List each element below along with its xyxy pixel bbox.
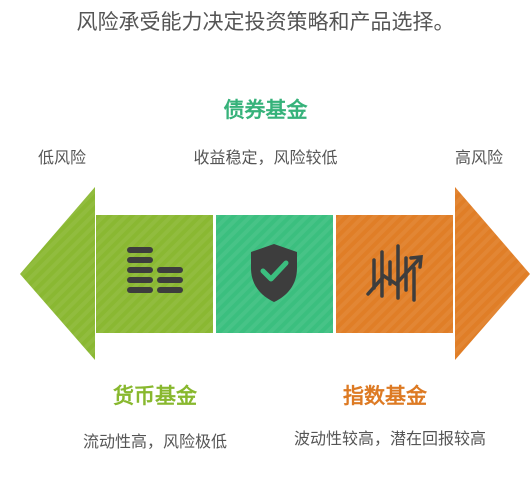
money-fund-description: 流动性高，风险极低 [82, 432, 227, 451]
diagram-title: 风险承受能力决定投资策略和产品选择。 [76, 10, 455, 34]
left-arrowhead [20, 187, 95, 360]
index-fund-segment [336, 215, 453, 333]
index-fund-title: 指数基金 [343, 384, 427, 408]
trending-chart-icon [366, 244, 423, 302]
high-risk-label: 高风险 [455, 148, 504, 167]
index-fund-description: 波动性较高，潜在回报较高 [293, 429, 486, 448]
money-fund-segment [96, 215, 213, 333]
bond-fund-description: 收益稳定，风险较低 [193, 148, 338, 167]
stacked-coins-icon [127, 247, 183, 293]
money-fund-title: 货币基金 [113, 384, 197, 408]
right-arrowhead [455, 187, 530, 360]
bond-fund-title: 债券基金 [223, 98, 308, 122]
low-risk-label: 低风险 [38, 148, 87, 167]
shield-check-icon [251, 244, 297, 302]
